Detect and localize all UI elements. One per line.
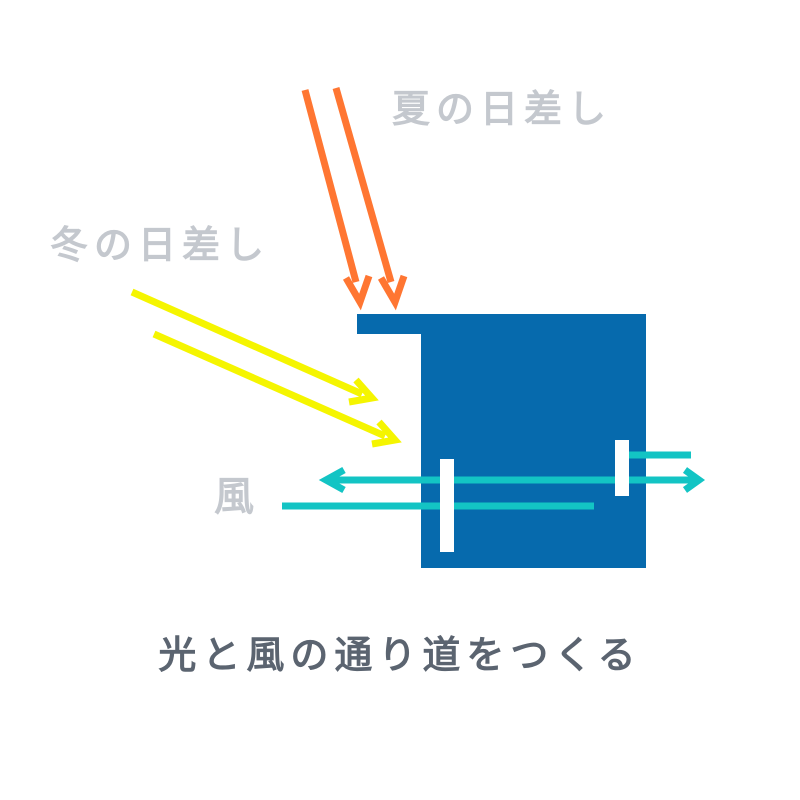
window-left (440, 459, 454, 552)
winter-ray-2 (152, 330, 402, 448)
window-right (615, 440, 629, 496)
summer-sun-rays (301, 87, 408, 311)
summer-ray-1 (301, 89, 373, 311)
summer-sun-label: 夏の日差し (392, 87, 613, 131)
roof-overhang (357, 314, 427, 334)
wind-flows (282, 451, 706, 510)
diagram-caption: 光と風の通り道をつくる (158, 633, 642, 677)
house-body (421, 314, 646, 568)
wind-flow-out-left (318, 466, 616, 494)
winter-ray-1 (130, 288, 379, 406)
house (357, 314, 646, 568)
winter-sun-label: 冬の日差し (50, 223, 271, 267)
wind-label: 風 (214, 474, 254, 520)
wind-flow-out-right (628, 467, 706, 493)
summer-ray-2 (332, 87, 408, 311)
winter-sun-rays (130, 288, 402, 448)
